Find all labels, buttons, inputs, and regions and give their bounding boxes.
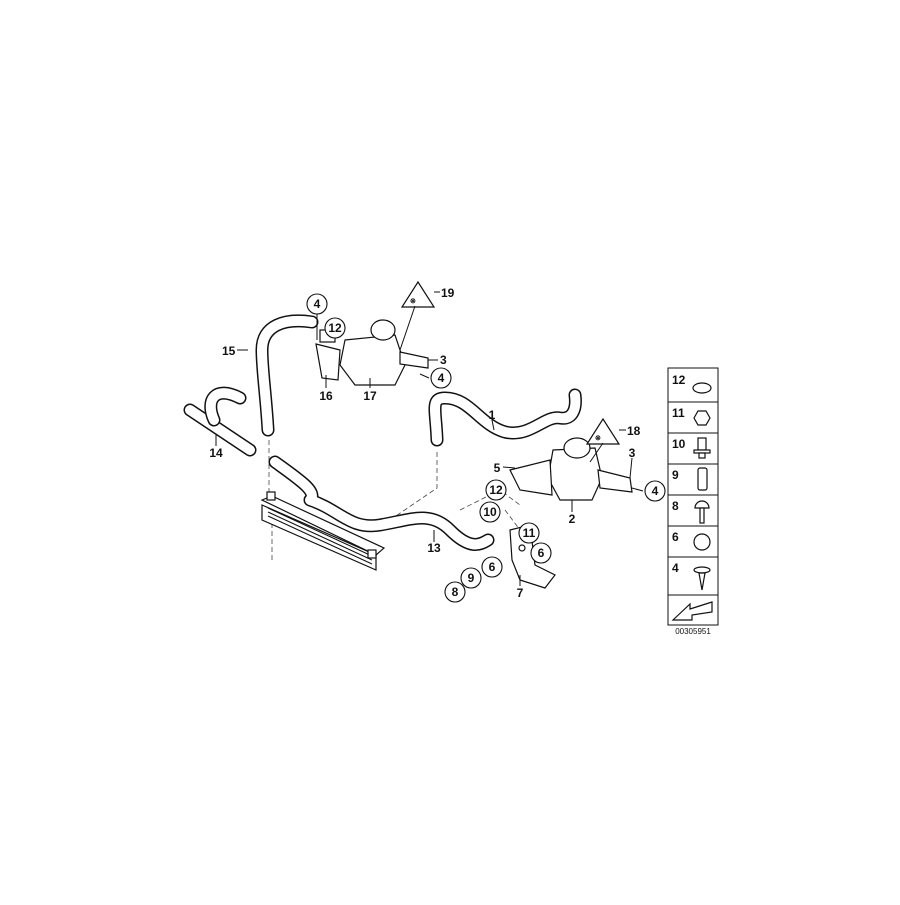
legend-number-8: 8 <box>672 499 679 513</box>
screw-icon <box>694 500 710 524</box>
callout-labels: 4 12 19 15 3 4 16 17 1 18 14 5 3 4 12 2 … <box>209 286 666 603</box>
callout-18: 18 <box>627 424 641 438</box>
hose-13 <box>268 455 495 551</box>
callout-19: 19 <box>441 286 455 300</box>
hose-1 <box>428 388 582 447</box>
self-tapping-screw-icon <box>693 566 711 591</box>
oil-cooler <box>260 491 386 571</box>
callout-12: 12 <box>489 483 503 497</box>
hardware-legend: 12 11 10 9 8 6 4 00305951 <box>667 367 719 636</box>
callout-17: 17 <box>363 389 377 403</box>
spacer-sleeve-icon <box>697 467 708 491</box>
callout-10: 10 <box>483 505 497 519</box>
callout-4: 4 <box>314 297 321 311</box>
legend-number-10: 10 <box>672 437 686 451</box>
callout-1: 1 <box>489 408 496 422</box>
callout-6: 6 <box>538 546 545 560</box>
legend-number-4: 4 <box>672 561 679 575</box>
callout-11: 11 <box>523 526 536 540</box>
hose-clamp-icon <box>692 382 712 394</box>
legend-number-12: 12 <box>672 373 686 387</box>
hose-15 <box>255 314 319 437</box>
callout-16: 16 <box>319 389 333 403</box>
warning-label-19: ⊗ <box>400 280 436 308</box>
callout-4: 4 <box>438 371 445 385</box>
legend-number-6: 6 <box>672 530 679 544</box>
callout-5: 5 <box>494 461 501 475</box>
electric-coolant-pump-2 <box>509 437 633 501</box>
callout-12: 12 <box>328 321 342 335</box>
warning-label-18: ⊗ <box>585 417 621 445</box>
callout-13: 13 <box>427 541 441 555</box>
callout-2: 2 <box>569 512 576 526</box>
callout-4: 4 <box>652 484 659 498</box>
grommet-icon <box>693 533 711 551</box>
arrow-icon <box>671 601 713 621</box>
leader-lines <box>215 291 644 586</box>
callout-7: 7 <box>517 586 524 600</box>
legend-number-11: 11 <box>672 406 685 420</box>
callout-14: 14 <box>209 446 223 460</box>
callout-3: 3 <box>440 353 447 367</box>
hex-nut-icon <box>693 410 711 426</box>
callout-3: 3 <box>629 446 636 460</box>
callout-15: 15 <box>222 344 236 358</box>
svg-text:⊗: ⊗ <box>410 298 416 305</box>
collar-bolt-icon <box>693 437 711 459</box>
hose-14 <box>183 386 257 457</box>
callout-8: 8 <box>452 585 459 599</box>
svg-text:⊗: ⊗ <box>595 435 601 442</box>
callout-9: 9 <box>468 571 475 585</box>
legend-number-9: 9 <box>672 468 679 482</box>
drawing-number: 00305951 <box>675 627 711 636</box>
callout-6: 6 <box>489 560 496 574</box>
